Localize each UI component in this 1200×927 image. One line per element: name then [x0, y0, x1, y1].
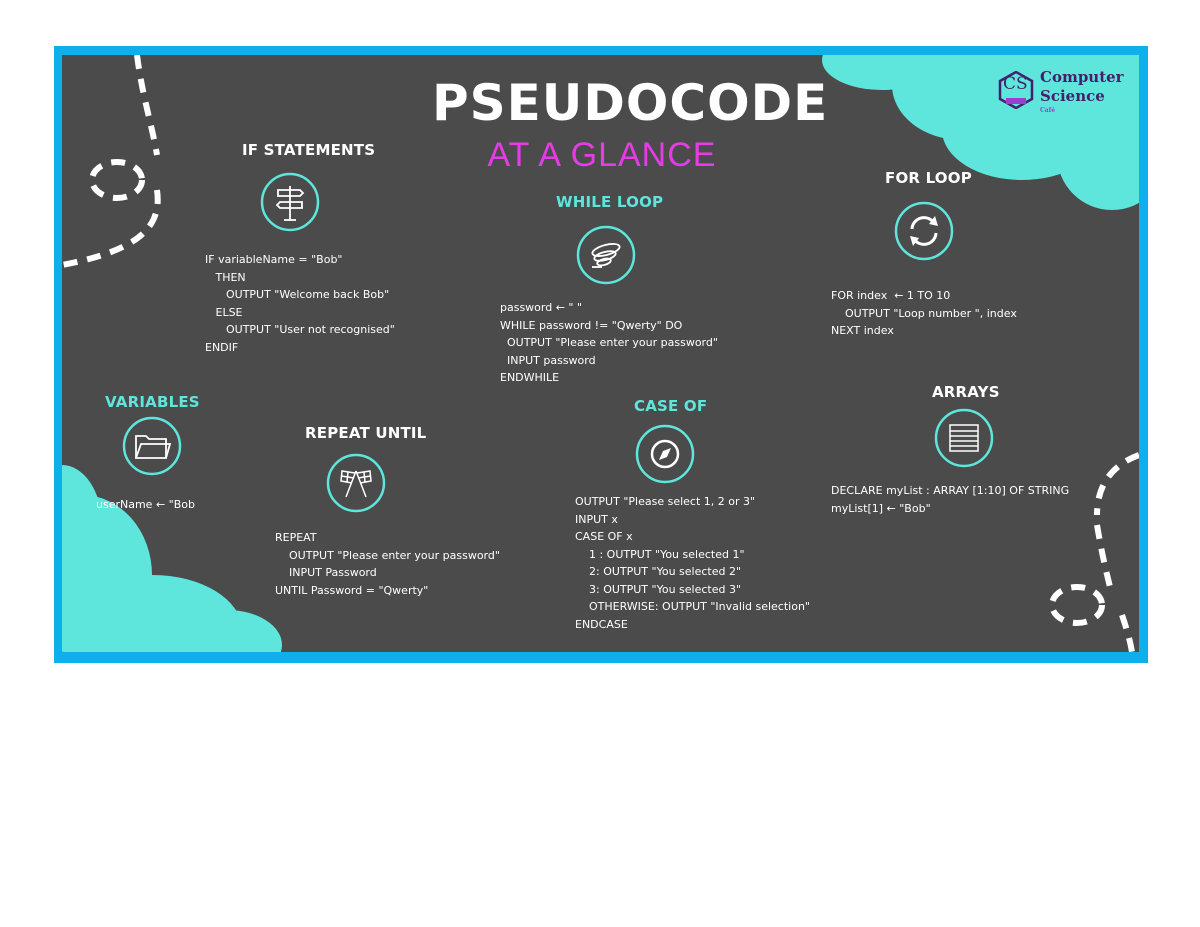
- logo-initials: CS: [1003, 74, 1028, 94]
- checkered-flags-icon: [326, 453, 386, 513]
- arrays-heading: ARRAYS: [932, 383, 1000, 401]
- dashed-swirl-bottom-right: [1049, 452, 1139, 652]
- case-of-heading: CASE OF: [634, 397, 708, 415]
- logo-line-computer: Computer: [1040, 68, 1124, 86]
- repeat-until-heading: REPEAT UNTIL: [305, 424, 427, 442]
- arrays-code: DECLARE myList : ARRAY [1:10] OF STRING …: [831, 484, 1070, 515]
- cs-hexagon-icon: [998, 71, 1034, 109]
- for-loop-code: FOR index ← 1 TO 10 OUTPUT "Loop number …: [831, 289, 1017, 337]
- background-decorations: [62, 55, 1139, 652]
- computer-science-cafe-logo: CS Computer Science Café: [994, 65, 1124, 117]
- logo-line-cafe: Café: [1040, 107, 1056, 114]
- loop-arrows-icon: [894, 201, 954, 261]
- tornado-icon: [576, 225, 636, 285]
- variables-code: userName ← "Bob: [96, 498, 195, 511]
- if-statements-heading: IF STATEMENTS: [242, 141, 376, 159]
- variables-heading: VARIABLES: [105, 393, 200, 411]
- while-loop-heading: WHILE LOOP: [556, 193, 664, 211]
- cloud-bottom-left-shape: [62, 465, 282, 652]
- chalkboard: CS Computer Science Café PSEUDOCODE AT A…: [62, 55, 1139, 652]
- while-loop-code: password ← " " WHILE password != "Qwerty…: [500, 301, 718, 384]
- cloud-top-right-shape: [822, 55, 1139, 210]
- poster-frame: CS Computer Science Café PSEUDOCODE AT A…: [54, 46, 1148, 663]
- page-title: PSEUDOCODE: [432, 74, 829, 132]
- page-subtitle: AT A GLANCE: [487, 136, 717, 174]
- dashed-swirl-top-left: [62, 55, 161, 268]
- signpost-icon: [260, 172, 320, 232]
- for-loop-heading: FOR LOOP: [885, 169, 972, 187]
- repeat-until-code: REPEAT OUTPUT "Please enter your passwor…: [275, 531, 500, 597]
- list-icon: [934, 408, 994, 468]
- folder-icon: [122, 416, 182, 476]
- compass-icon: [635, 424, 695, 484]
- case-of-code: OUTPUT "Please select 1, 2 or 3" INPUT x…: [575, 495, 810, 631]
- if-statements-code: IF variableName = "Bob" THEN OUTPUT "Wel…: [205, 253, 395, 354]
- logo-line-science: Science: [1040, 87, 1105, 105]
